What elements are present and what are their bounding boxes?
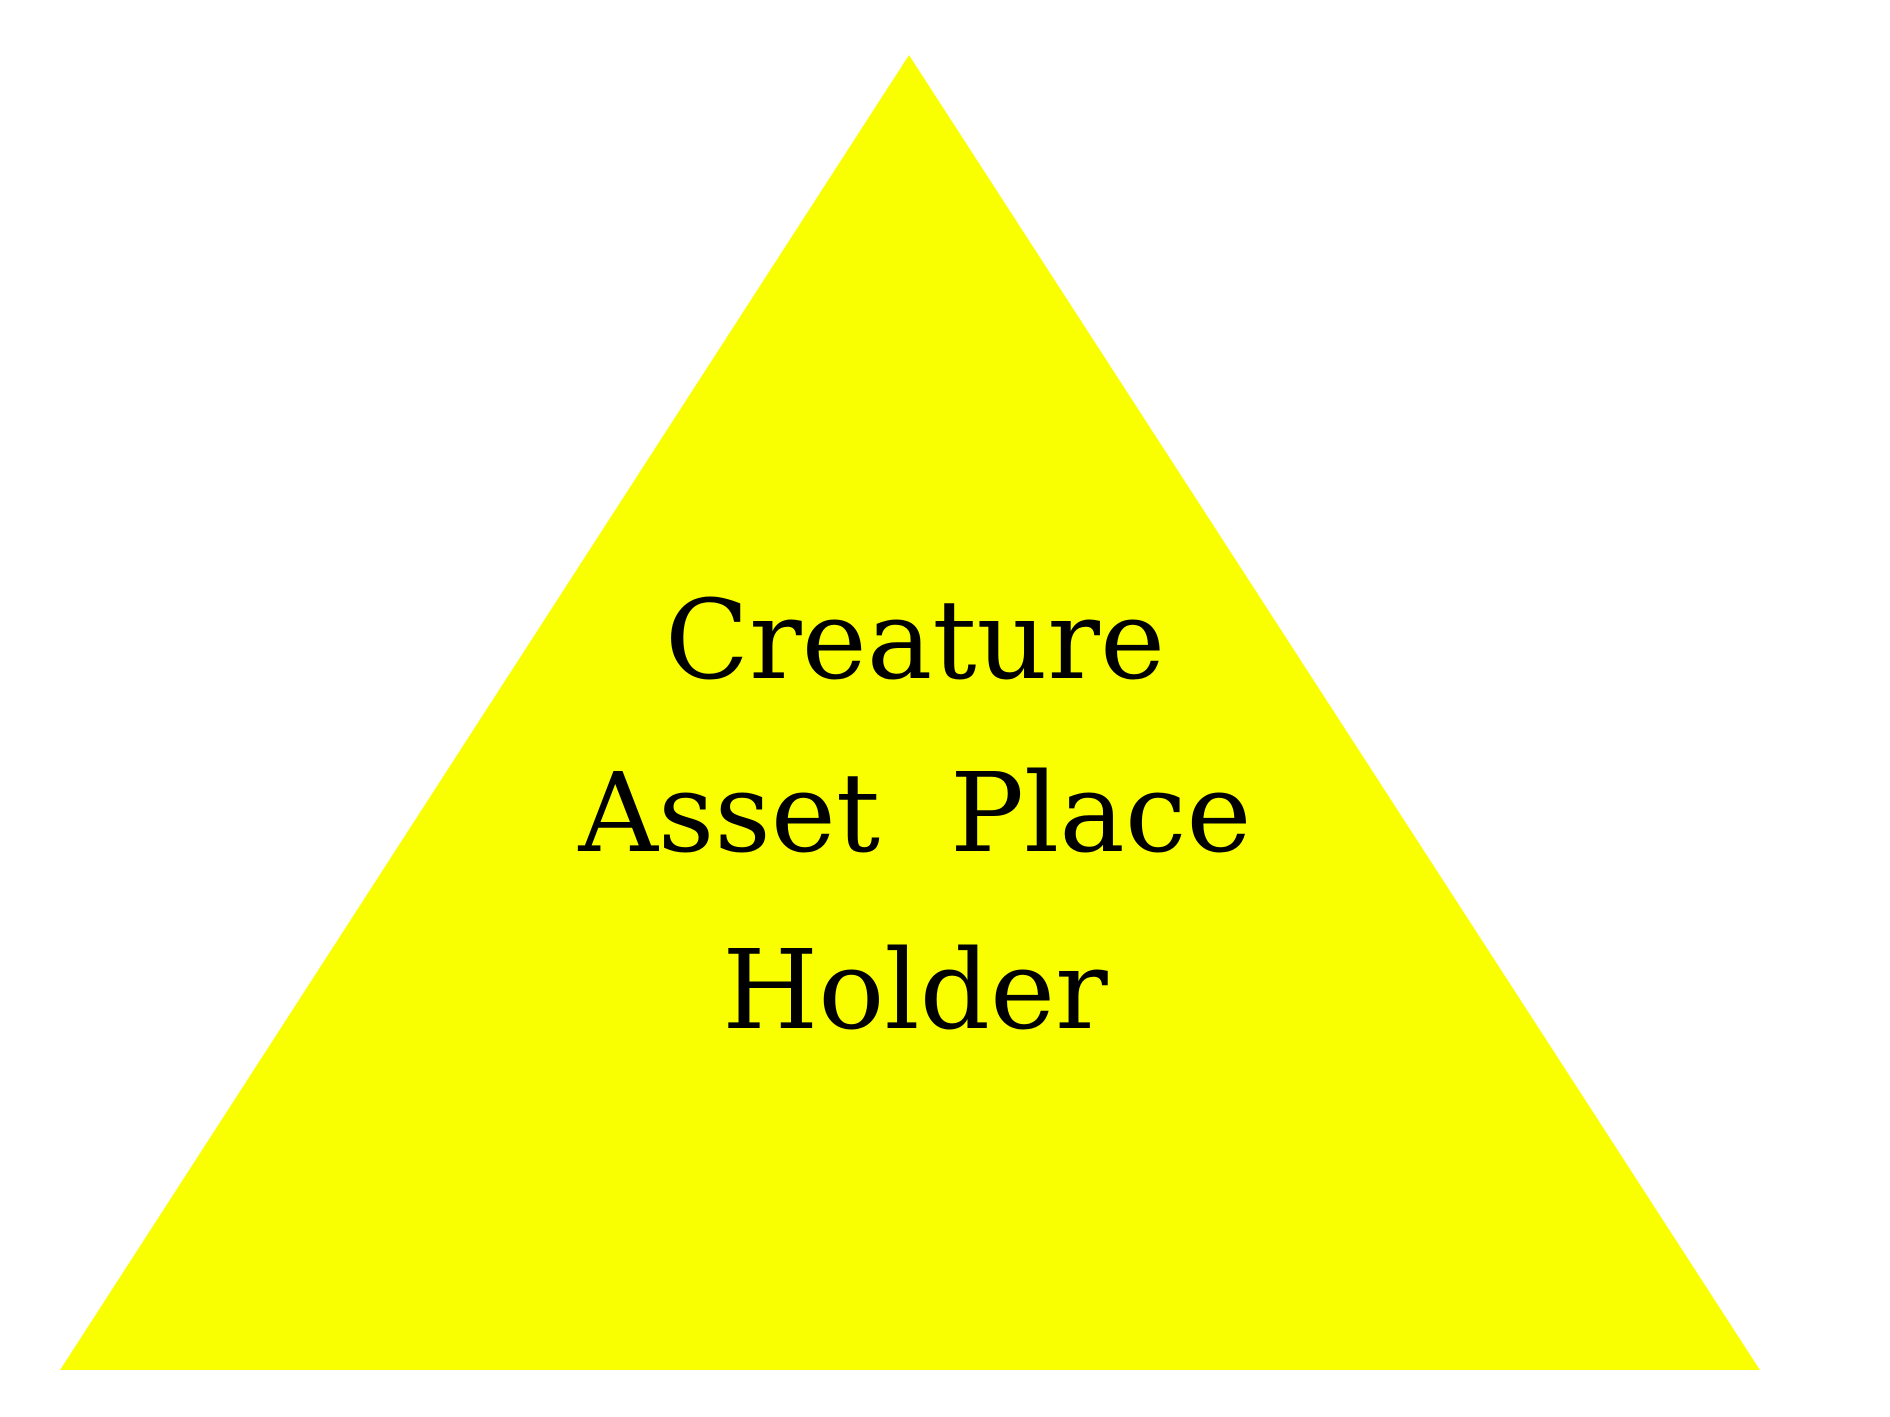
placeholder-label-line-3: Holder [722,926,1108,1054]
triangle-fill [60,55,1760,1370]
placeholder-label-line-2: Asset Place [578,749,1252,877]
placeholder-label-line-1: Creature [664,576,1166,704]
